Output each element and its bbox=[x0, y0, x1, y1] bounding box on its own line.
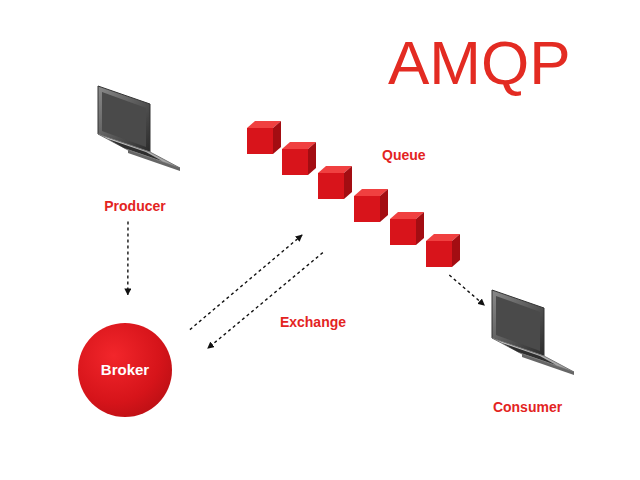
cube-front bbox=[390, 219, 416, 245]
consumer-node: Consumer bbox=[475, 285, 580, 420]
producer-node: Producer bbox=[85, 80, 185, 220]
consumer-laptop bbox=[492, 290, 574, 375]
node-label: Consumer bbox=[493, 399, 562, 415]
node-label: Producer bbox=[104, 198, 165, 214]
queue-cube bbox=[318, 166, 352, 199]
cube-side bbox=[308, 142, 316, 175]
cube-front bbox=[282, 149, 308, 175]
queue-cube bbox=[354, 189, 388, 222]
node-label: Queue bbox=[382, 147, 426, 163]
queue-cube bbox=[282, 142, 316, 175]
cube-front bbox=[247, 128, 273, 154]
broker-circle: Broker bbox=[78, 323, 172, 417]
dashed-arrow bbox=[449, 275, 484, 305]
cube-front bbox=[318, 173, 344, 199]
cube-side bbox=[380, 189, 388, 222]
queue-cube bbox=[247, 121, 281, 154]
cube-side bbox=[452, 234, 460, 267]
producer-laptop bbox=[98, 86, 180, 171]
queue-cube bbox=[426, 234, 460, 267]
queue-cube bbox=[390, 212, 424, 245]
node-label: Broker bbox=[101, 362, 149, 378]
queue-cubes bbox=[247, 121, 460, 267]
dashed-arrow bbox=[127, 221, 129, 294]
dashed-arrow bbox=[208, 253, 323, 349]
cube-side bbox=[344, 166, 352, 199]
cube-side bbox=[273, 121, 281, 154]
queue-node: Queue bbox=[240, 115, 470, 275]
cube-front bbox=[354, 196, 380, 222]
edge-label: Exchange bbox=[280, 314, 346, 330]
diagram-title: AMQP bbox=[388, 28, 571, 98]
cube-front bbox=[426, 241, 452, 267]
cube-side bbox=[416, 212, 424, 245]
